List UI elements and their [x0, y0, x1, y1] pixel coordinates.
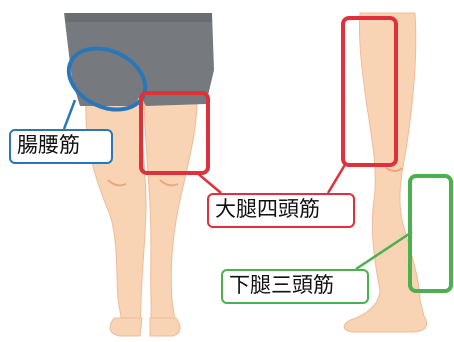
side-knee-mark [385, 167, 403, 172]
front-right-leg [143, 99, 198, 333]
front-left-knee-mark [107, 179, 127, 187]
quadriceps-connector-side [326, 162, 348, 194]
quadriceps-label: 大腿四頭筋 [207, 193, 355, 228]
iliopsoas-connector [62, 99, 77, 130]
front-left-foot [109, 317, 143, 337]
quadriceps-connector-front [195, 171, 222, 194]
quadriceps-highlight-front [139, 91, 210, 175]
front-view-legs [64, 13, 214, 337]
shorts [64, 13, 214, 106]
quadriceps-highlight-side [341, 16, 398, 167]
shorts-shading [66, 13, 212, 22]
side-leg [343, 12, 428, 333]
triceps-surae-label: 下腿三頭筋 [221, 269, 369, 304]
front-right-foot [149, 317, 181, 337]
triceps-surae-connector [355, 230, 413, 271]
front-right-knee-mark [159, 179, 179, 187]
iliopsoas-label: 腸腰筋 [9, 129, 113, 164]
side-view-leg [343, 12, 428, 333]
